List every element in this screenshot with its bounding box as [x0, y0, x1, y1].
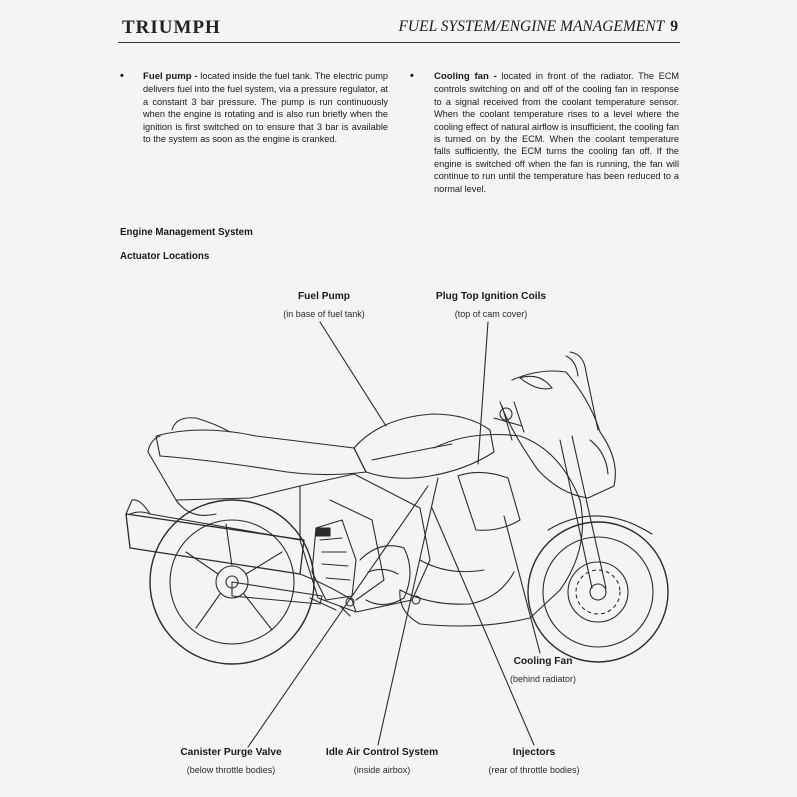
cooling-fan-paragraph: Cooling fan - located in front of the ra… [434, 70, 679, 195]
cooling-fan-label-sub: (behind radiator) [509, 674, 577, 684]
fuel-pump-text: located inside the fuel tank. The electr… [143, 71, 388, 145]
ignition-coils-leader [477, 321, 489, 465]
cooling-fan-label: Cooling Fan (behind radiator) [510, 655, 576, 686]
fuel-pump-term: Fuel pump - [143, 71, 198, 82]
idle-air-label: Idle Air Control System (inside airbox) [326, 746, 438, 777]
cooling-fan-label-title: Cooling Fan [513, 656, 573, 667]
bullet-icon: • [120, 70, 124, 82]
purge-valve-label-title: Canister Purge Valve [180, 747, 282, 758]
injectors-label-sub: (rear of throttle bodies) [488, 765, 580, 775]
page-number: 9 [670, 18, 678, 35]
actuator-locations-heading: Actuator Locations [120, 251, 210, 262]
bullet-icon: • [410, 70, 414, 82]
injectors-label-title: Injectors [512, 747, 556, 758]
fuel-pump-leader [319, 321, 387, 427]
engine-management-heading: Engine Management System [120, 227, 253, 238]
fuel-pump-paragraph: Fuel pump - located inside the fuel tank… [143, 70, 388, 145]
idle-air-leader [377, 477, 439, 746]
cooling-fan-leader [503, 515, 541, 654]
triumph-logo: Triumph [122, 17, 221, 38]
fuel-pump-label-title: Fuel Pump [297, 291, 351, 302]
idle-air-label-sub: (inside airbox) [353, 765, 411, 775]
ignition-coils-label: Plug Top Ignition Coils (top of cam cove… [436, 290, 546, 321]
page-header: Triumph FUEL SYSTEM/ENGINE MANAGEMENT 9 [118, 12, 680, 43]
injectors-label: Injectors (rear of throttle bodies) [488, 746, 579, 777]
section-title: FUEL SYSTEM/ENGINE MANAGEMENT 9 [398, 18, 678, 36]
idle-air-label-title: Idle Air Control System [325, 747, 439, 758]
ignition-coils-label-sub: (top of cam cover) [454, 309, 528, 319]
fuel-pump-label-sub: (in base of fuel tank) [283, 309, 365, 319]
cooling-fan-text: located in front of the radiator. The EC… [434, 71, 679, 194]
injectors-leader [431, 507, 535, 746]
ignition-coils-label-title: Plug Top Ignition Coils [435, 291, 547, 302]
section-title-text: FUEL SYSTEM/ENGINE MANAGEMENT [398, 18, 665, 35]
purge-valve-label-sub: (below throttle bodies) [186, 765, 276, 775]
purge-valve-leader [247, 485, 429, 748]
cooling-fan-term: Cooling fan - [434, 71, 497, 82]
fuel-pump-label: Fuel Pump (in base of fuel tank) [283, 290, 365, 321]
purge-valve-label: Canister Purge Valve (below throttle bod… [180, 746, 281, 777]
